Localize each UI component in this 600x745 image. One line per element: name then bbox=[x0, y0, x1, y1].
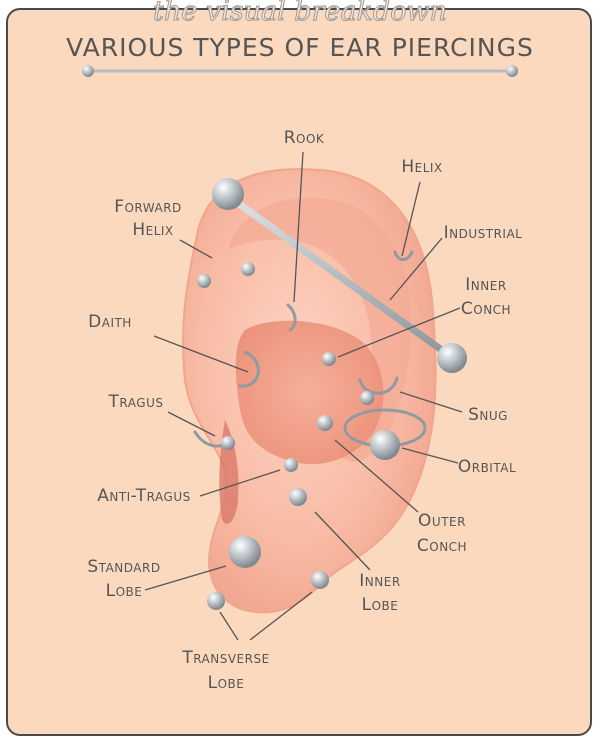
label-daith: Daith bbox=[88, 312, 132, 332]
page-title: VARIOUS TYPES OF EAR PIERCINGS bbox=[66, 33, 534, 62]
standard-lobe-leader bbox=[144, 565, 227, 591]
label-snug: Snug bbox=[468, 405, 508, 425]
snug-ball bbox=[360, 391, 374, 405]
daith-ring bbox=[238, 350, 260, 388]
standard-lobe-ball bbox=[229, 536, 261, 568]
tragus-ball bbox=[221, 436, 235, 450]
title-rule-ball-left bbox=[82, 65, 94, 77]
label-outer-conch-line1: Outer bbox=[418, 511, 466, 531]
anti-tragus-stud bbox=[284, 458, 298, 472]
label-inner-conch-line2: Conch bbox=[461, 299, 511, 319]
label-helix: Helix bbox=[401, 157, 442, 177]
orbital-leader bbox=[401, 447, 459, 464]
piercing-labels: Rook Helix Forward Helix Industrial Inne… bbox=[87, 128, 523, 693]
orbital-ball bbox=[370, 430, 400, 460]
ear-illustration bbox=[182, 168, 437, 614]
label-standard-lobe-line1: Standard bbox=[87, 557, 160, 577]
label-inner-lobe-line2: Lobe bbox=[362, 595, 399, 615]
helix-rim-shadow bbox=[228, 197, 411, 462]
industrial-ball-top bbox=[212, 178, 244, 210]
label-tragus: Tragus bbox=[108, 392, 164, 412]
concha-bowl bbox=[235, 320, 384, 465]
label-forward-helix-line1: Forward bbox=[114, 197, 182, 217]
industrial-bar bbox=[224, 192, 454, 360]
inner-conch-leader bbox=[337, 307, 461, 358]
label-transverse-lobe-line1: Transverse bbox=[181, 648, 269, 668]
anti-tragus-leader bbox=[199, 469, 281, 497]
forward-helix-leader bbox=[179, 239, 213, 259]
leader-lines bbox=[144, 151, 463, 641]
label-anti-tragus: Anti-Tragus bbox=[97, 486, 190, 506]
transverse-lobe-leader-2 bbox=[249, 591, 313, 641]
label-industrial: Industrial bbox=[444, 223, 523, 243]
script-title: the visual breakdown bbox=[153, 0, 447, 27]
label-outer-conch-line2: Conch bbox=[417, 536, 467, 556]
label-inner-conch-line1: Inner bbox=[465, 275, 506, 295]
transverse-lobe-ball bbox=[207, 592, 225, 610]
daith-leader bbox=[153, 335, 249, 373]
lobe-upper-stud bbox=[289, 488, 307, 506]
label-transverse-lobe-line2: Lobe bbox=[208, 673, 245, 693]
industrial-ball-bottom bbox=[437, 343, 467, 373]
industrial-leader bbox=[389, 237, 443, 301]
label-orbital: Orbital bbox=[458, 457, 516, 477]
rook-ring bbox=[286, 303, 297, 332]
inner-lobe-leader bbox=[314, 511, 371, 571]
outer-conch-stud bbox=[317, 415, 333, 431]
label-inner-lobe-line1: Inner bbox=[359, 571, 400, 591]
label-forward-helix-line2: Helix bbox=[132, 220, 173, 240]
snug-leader bbox=[399, 391, 463, 413]
outer-conch-leader bbox=[334, 439, 419, 513]
helix-leader bbox=[401, 181, 421, 257]
label-rook: Rook bbox=[284, 128, 325, 148]
title-rule-ball-right bbox=[506, 65, 518, 77]
transverse-lobe-leader-1 bbox=[219, 611, 239, 641]
inner-conch-stud bbox=[322, 352, 336, 366]
snug-ring bbox=[358, 376, 399, 395]
forward-helix-stud-2 bbox=[241, 262, 255, 276]
rook-leader bbox=[293, 151, 304, 303]
tragus-leader bbox=[167, 411, 216, 437]
forward-helix-stud-1 bbox=[197, 274, 211, 288]
inner-lobe-ball bbox=[311, 571, 329, 589]
jewelry bbox=[193, 178, 467, 610]
helix-ring bbox=[393, 250, 414, 261]
label-standard-lobe-line2: Lobe bbox=[106, 581, 143, 601]
